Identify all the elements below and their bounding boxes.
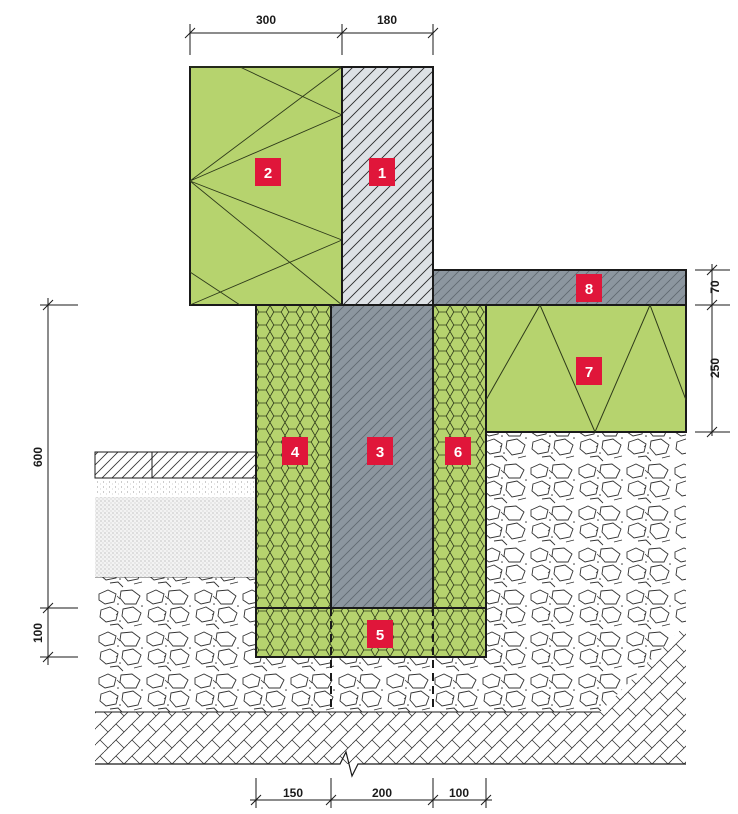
tag-1-label: 1: [378, 165, 386, 182]
dim-label-180: 180: [377, 13, 397, 27]
tag-7: 7: [576, 357, 602, 385]
tag-6-label: 6: [454, 444, 462, 461]
tag-4-label: 4: [291, 444, 300, 461]
dimension-right: [695, 264, 730, 438]
tag-8-label: 8: [585, 281, 593, 298]
tag-2-label: 2: [264, 165, 272, 182]
floor-slab-8: [432, 269, 687, 306]
wall-insulation-zigzag: [189, 66, 343, 306]
subsoil-layer: [95, 624, 686, 764]
dim-label-150: 150: [283, 786, 303, 800]
dim-label-200: 200: [372, 786, 392, 800]
tag-1: 1: [369, 158, 395, 186]
dim-label-100-bottom: 100: [449, 786, 469, 800]
tag-5-label: 5: [376, 627, 384, 644]
dimension-top: [184, 24, 439, 55]
paving-slab: [94, 451, 257, 479]
wall-insulation-zigzag-2: [189, 66, 343, 306]
floor-insulation-zigzag: [485, 303, 687, 434]
dimension-bottom: [250, 778, 492, 808]
bedding-layer: [95, 480, 256, 496]
tag-8: 8: [576, 274, 602, 302]
dim-label-70: 70: [708, 280, 722, 294]
break-line: [95, 750, 686, 778]
tag-5: 5: [367, 620, 393, 648]
tag-7-label: 7: [585, 364, 593, 381]
tag-2: 2: [255, 158, 281, 186]
sand-layer: [95, 497, 256, 577]
dim-label-600: 600: [31, 447, 45, 467]
dimension-left: [40, 298, 78, 665]
gravel-right: [486, 432, 686, 712]
tag-4: 4: [282, 437, 308, 465]
tag-3-label: 3: [376, 444, 384, 461]
tag-3: 3: [367, 437, 393, 465]
dim-label-100-left: 100: [31, 623, 45, 643]
dim-label-300: 300: [256, 13, 276, 27]
tag-6: 6: [445, 437, 471, 465]
dim-label-250: 250: [708, 358, 722, 378]
